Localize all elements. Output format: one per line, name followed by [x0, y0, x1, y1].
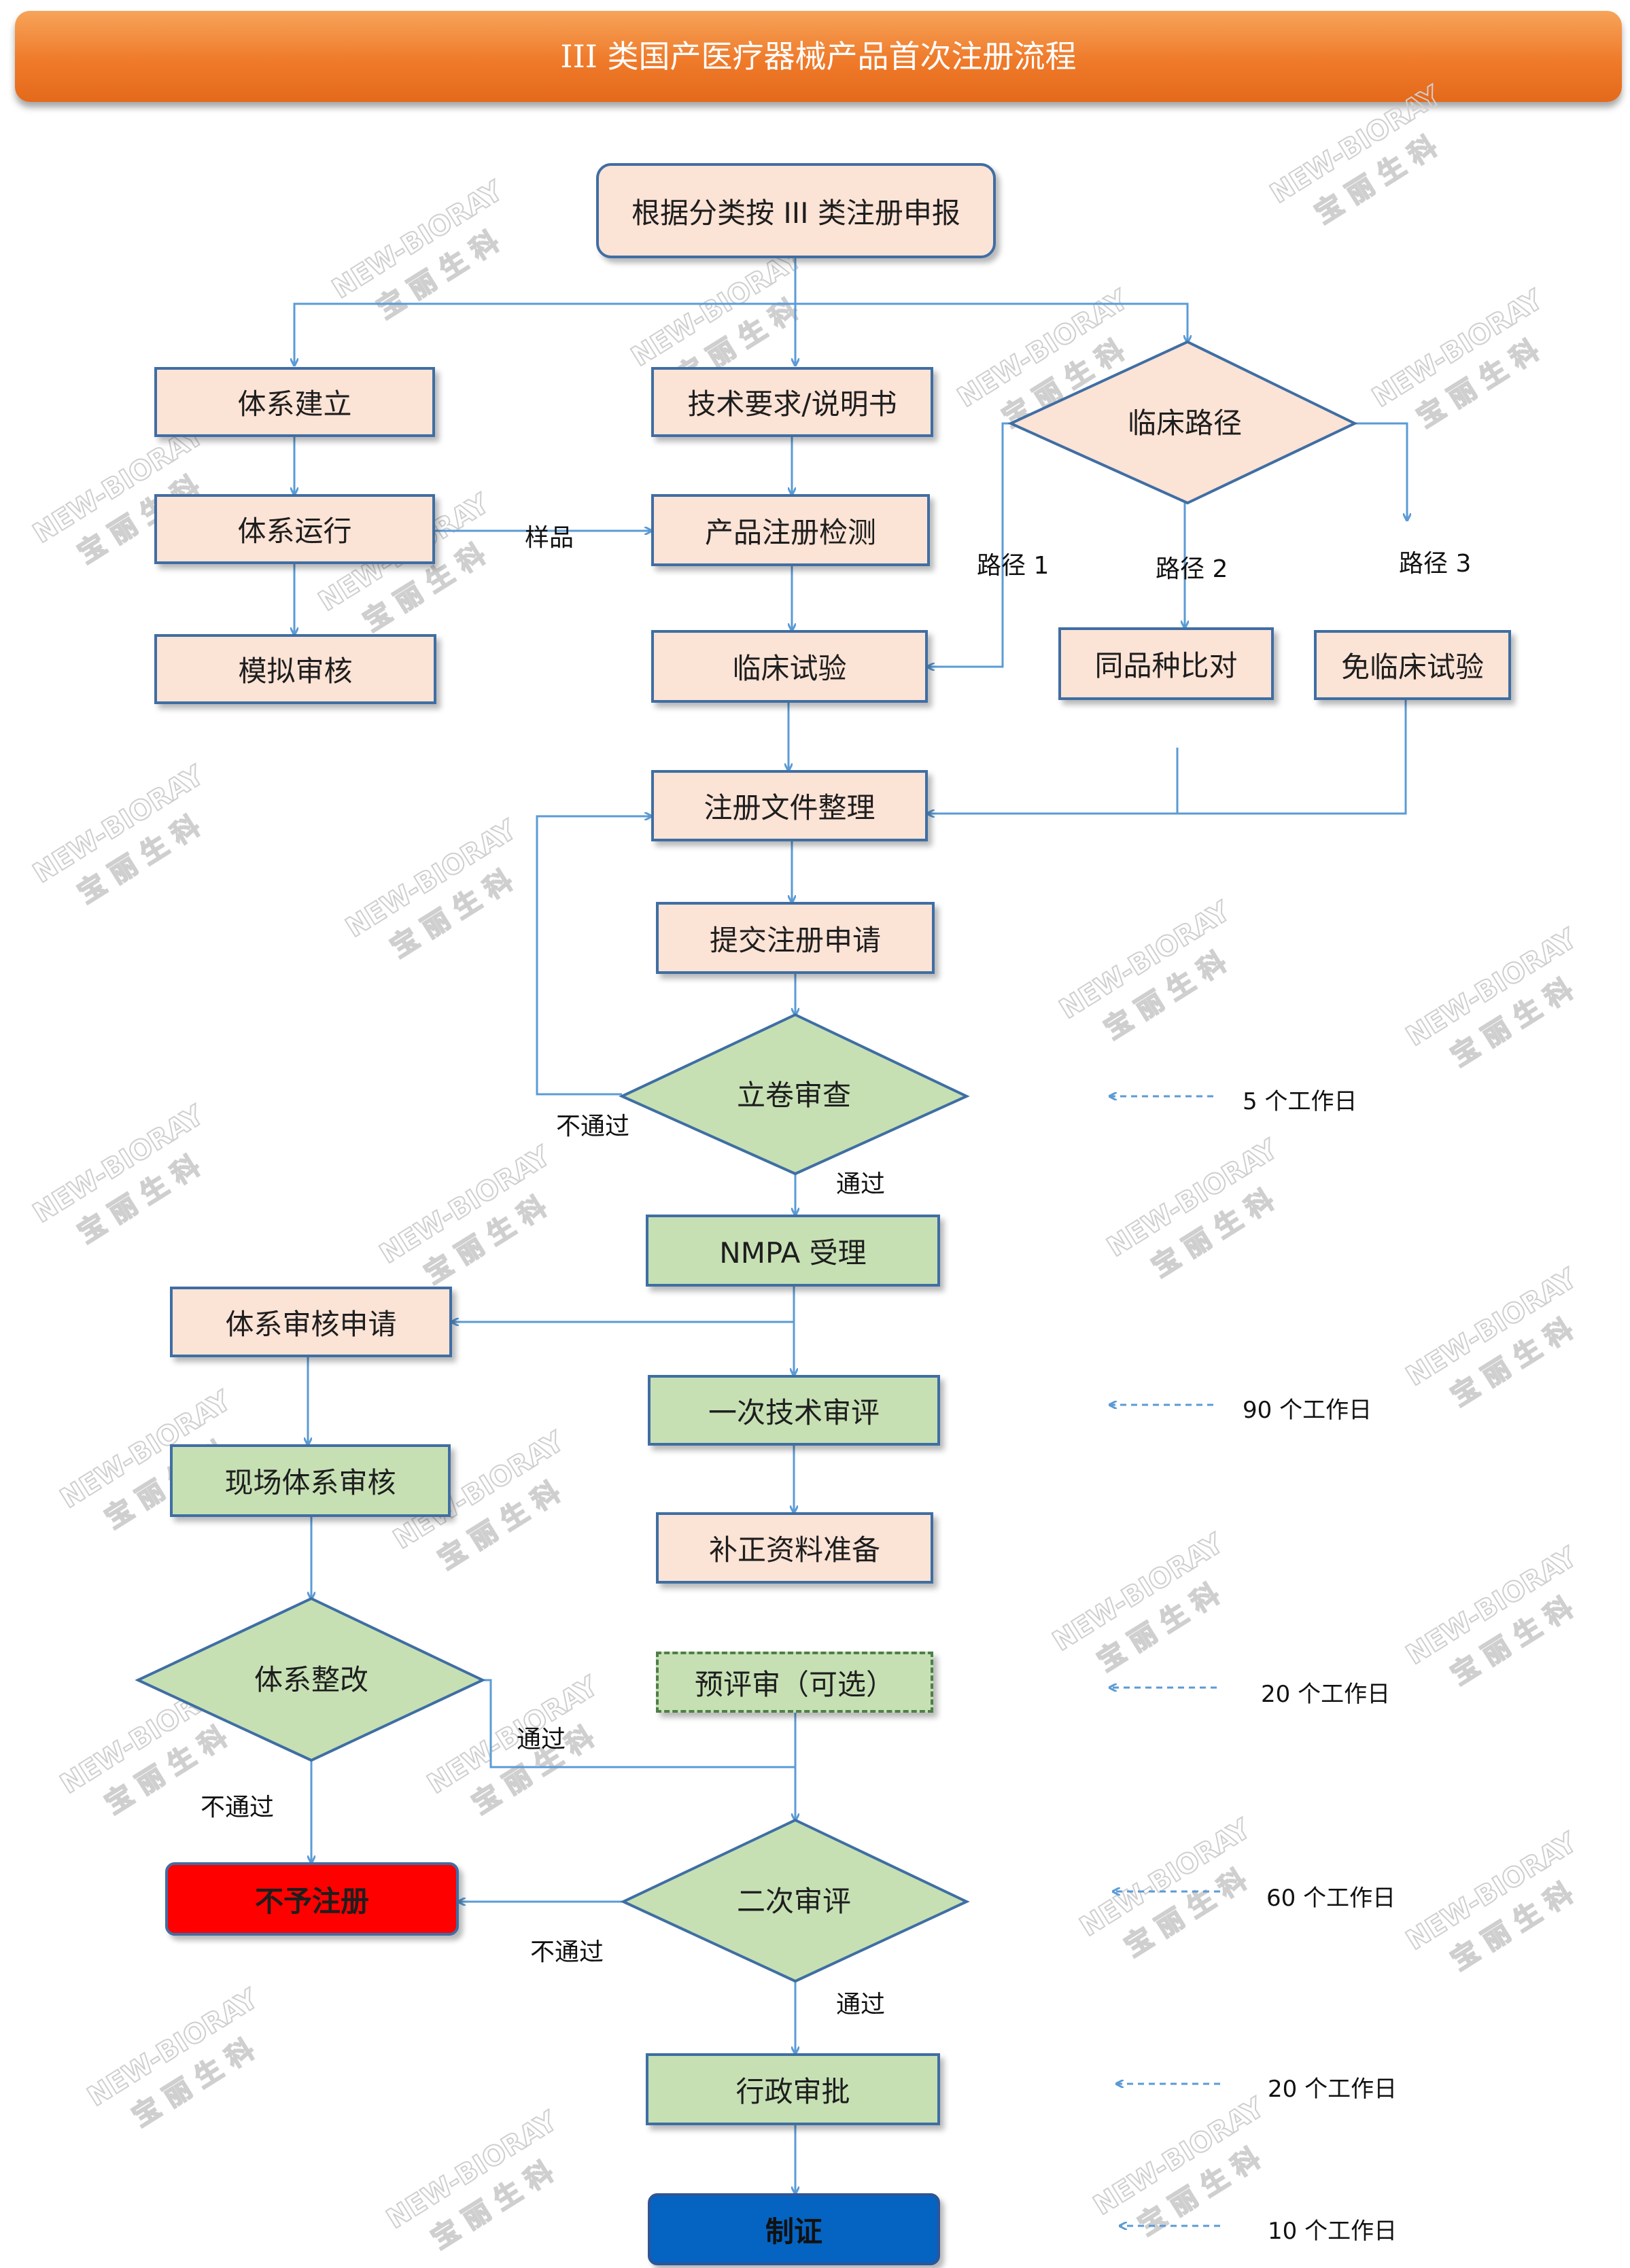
svg-text:立卷审查: 立卷审查	[737, 1079, 851, 1112]
node-nmpa: NMPA 受理	[646, 1215, 940, 1287]
timeline-certificate: 10 个工作日	[1268, 2218, 1398, 2245]
timeline-second-review: 60 个工作日	[1266, 1885, 1396, 1912]
connector	[928, 422, 1011, 667]
timeline-pre-review: 20 个工作日	[1261, 1681, 1391, 1708]
label-path-1: 路径 1	[977, 552, 1050, 580]
node-reject: 不予注册	[165, 1862, 459, 1936]
page-title: III 类国产医疗器械产品首次注册流程	[560, 38, 1077, 75]
node-same-compare: 同品种比对	[1058, 627, 1274, 700]
connector	[1355, 422, 1407, 520]
diamond-second-review: 二次审评	[620, 1818, 970, 1983]
diamond-clinical-path: 临床路径	[1007, 340, 1358, 505]
node-exempt-trial: 免临床试验	[1314, 630, 1511, 700]
connector	[483, 1679, 795, 1768]
node-admin-approval: 行政审批	[646, 2053, 940, 2125]
node-system-audit-apply: 体系审核申请	[170, 1287, 452, 1357]
node-clinical-trial: 临床试验	[651, 630, 928, 703]
timeline-first-review: 90 个工作日	[1243, 1397, 1372, 1424]
node-submit: 提交注册申请	[656, 902, 935, 974]
node-product-test: 产品注册检测	[651, 494, 930, 566]
label-second-fail: 不通过	[530, 1938, 604, 1966]
connector	[294, 302, 795, 365]
node-tech-requirement: 技术要求/说明书	[651, 367, 933, 437]
node-system-run: 体系运行	[154, 494, 435, 564]
label-second-pass: 通过	[836, 1991, 886, 2019]
node-start: 根据分类按 III 类注册申报	[596, 163, 996, 258]
node-pre-review: 预评审（可选）	[656, 1652, 933, 1713]
node-system-build: 体系建立	[154, 367, 435, 437]
diamond-filing-review: 立卷审查	[619, 1013, 970, 1176]
label-path-3: 路径 3	[1399, 550, 1472, 578]
timeline-filing: 5 个工作日	[1243, 1088, 1357, 1115]
label-filing-fail: 不通过	[556, 1113, 630, 1140]
label-filing-pass: 通过	[836, 1170, 886, 1198]
node-onsite-audit: 现场体系审核	[170, 1444, 451, 1517]
timeline-admin: 20 个工作日	[1268, 2076, 1398, 2103]
node-supplement: 补正资料准备	[656, 1512, 933, 1584]
node-mock-audit: 模拟审核	[154, 634, 436, 704]
title-bar: III 类国产医疗器械产品首次注册流程	[15, 11, 1622, 102]
label-rectify-fail: 不通过	[201, 1794, 275, 1821]
label-sample: 样品	[525, 524, 574, 552]
svg-text:临床路径: 临床路径	[1128, 406, 1242, 440]
connector	[795, 302, 1187, 342]
connector	[536, 816, 651, 1096]
svg-text:二次审评: 二次审评	[737, 1885, 851, 1918]
node-certificate: 制证	[648, 2193, 940, 2265]
diamond-system-rectify: 体系整改	[135, 1597, 486, 1762]
node-doc-prep: 注册文件整理	[651, 770, 928, 841]
connector	[928, 700, 1407, 814]
label-path-2: 路径 2	[1156, 555, 1228, 583]
label-rectify-pass: 通过	[517, 1726, 566, 1754]
svg-text:体系整改: 体系整改	[254, 1663, 368, 1696]
node-first-review: 一次技术审评	[648, 1375, 940, 1446]
